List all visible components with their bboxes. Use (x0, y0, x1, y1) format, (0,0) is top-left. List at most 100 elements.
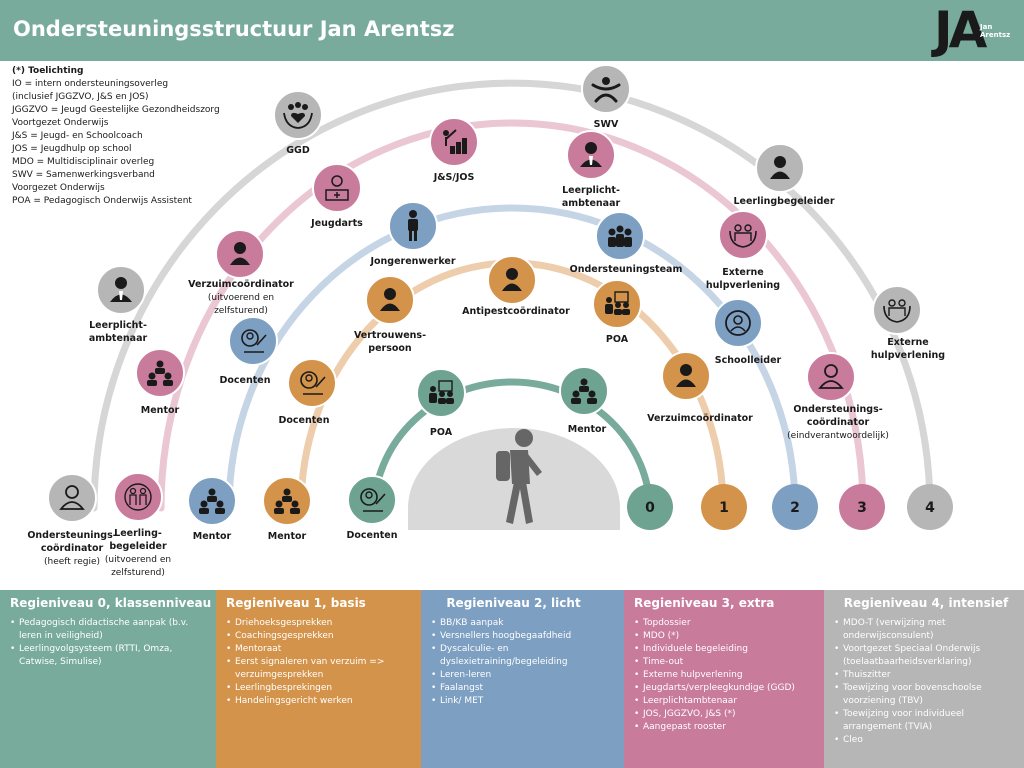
role-label: Ondersteunings- (793, 404, 882, 415)
level-arc-2 (225, 204, 799, 512)
list-item: Toewijzing voor bovenschoolse voorzienin… (834, 682, 1018, 708)
person-icon (502, 268, 522, 291)
level-badge-3: 3 (839, 484, 885, 530)
role-label: Schoolleider (715, 355, 782, 366)
level-column-title: Regieniveau 1, basis (226, 596, 366, 610)
logo-name: Jan Arentsz (980, 23, 1011, 39)
list-item: Topdossier (634, 617, 818, 630)
role-node: Leerlingbegeleider (733, 143, 835, 207)
role-node: Ondersteuningsteam (570, 211, 683, 275)
school-logo: JA Jan Arentsz (934, 1, 1011, 59)
legend-title: (*) Toelichting (12, 66, 84, 76)
list-item: Eerst signaleren van verzuim => verzuimg… (226, 656, 415, 682)
suit-person-icon (580, 142, 602, 167)
role-label: persoon (368, 343, 412, 354)
level-number: 0 (645, 500, 655, 516)
list-item: JOS, JGGZVO, J&S (*) (634, 708, 818, 721)
group-icon (429, 380, 454, 404)
list-item: Mentoraat (226, 643, 415, 656)
level-column-list: BB/KB aanpak Versnellers hoogbegaafdheid… (431, 617, 618, 708)
role-node: Leerplicht-ambtenaar (562, 130, 621, 209)
level-badge-4: 4 (907, 484, 953, 530)
role-label: ambtenaar (89, 333, 148, 344)
role-node: Mentor (135, 348, 185, 416)
list-item: Versnellers hoogbegaafdheid (431, 630, 618, 643)
role-label: Mentor (568, 424, 607, 435)
helping-hands-icon (729, 224, 757, 248)
level-number: 2 (790, 500, 800, 516)
doctor-icon (325, 175, 349, 201)
list-item: Leren-leren (431, 669, 618, 682)
list-item: Jeugdarts/verpleegkundige (GGD) (634, 682, 818, 695)
role-sublabel: zelfsturend) (111, 568, 165, 578)
meeting-icon (147, 360, 173, 386)
level-column-4: Regieniveau 4, intensief MDO-T (verwijzi… (824, 590, 1024, 768)
role-node: Leerling-begeleider(uitvoerend enzelfstu… (105, 472, 171, 578)
level-column-title: Regieniveau 4, intensief (843, 596, 1009, 610)
role-label: Ondersteuningsteam (570, 264, 683, 275)
level-descriptions: Regieniveau 0, klassenniveau Pedagogisch… (0, 590, 1024, 768)
role-node: Ondersteunings-coördinator (eindverantwoo… (787, 352, 889, 441)
role-sublabel: (heeft regie) (44, 557, 100, 567)
care-icon (283, 102, 313, 129)
list-item: Individuele begeleiding (634, 643, 818, 656)
list-item: Aangepast rooster (634, 721, 818, 734)
role-node: Ondersteunings-coördinator(heeft regie) (27, 473, 117, 567)
legend-line: SWV = Samenwerkingsverband (12, 170, 155, 180)
level-number: 1 (719, 500, 729, 516)
role-label: Verzuimcoördinator (647, 413, 753, 424)
list-item: Cleo (834, 734, 1018, 747)
role-label: Docenten (220, 375, 271, 386)
person-outline-icon (59, 485, 85, 510)
role-label: Antipestcoördinator (462, 306, 570, 317)
group-icon (605, 291, 630, 315)
list-item: Leerlingvolgsysteem (RTTI, Omza, Catwise… (10, 643, 210, 669)
role-sublabel: (eindverantwoordelijk) (787, 431, 889, 441)
role-node: Antipestcoördinator (462, 255, 570, 317)
role-node: Jeugdarts (310, 163, 363, 229)
role-label: ambtenaar (562, 198, 621, 209)
level-column-title: Regieniveau 3, extra (634, 596, 775, 610)
teacher-icon (300, 371, 326, 395)
role-label: coördinator (807, 417, 870, 428)
logo-letters: JA (934, 1, 987, 59)
list-item: BB/KB aanpak (431, 617, 618, 630)
list-item: Leerplichtambtenaar (634, 695, 818, 708)
level-column-3: Regieniveau 3, extra Topdossier MDO (*) … (624, 590, 824, 768)
role-label: Verzuimcoördinator (188, 279, 294, 290)
list-item: MDO-T (verwijzing met onderwijsconsulent… (834, 617, 1018, 643)
role-label: Leerlingbegeleider (733, 196, 834, 207)
legend-line: JOS = Jeugdhulp op school (12, 144, 132, 154)
person-icon (676, 364, 696, 387)
role-label: Mentor (268, 531, 307, 542)
role-label: POA (606, 334, 629, 345)
suit-person-icon (110, 277, 132, 302)
list-item: Pedagogisch didactische aanpak (b.v. ler… (10, 617, 210, 643)
role-sublabel: (uitvoerend en (105, 555, 171, 565)
standing-person-icon (408, 210, 418, 241)
role-label: hulpverlening (706, 280, 780, 291)
legend: (*) Toelichting IO = intern ondersteunin… (12, 65, 242, 208)
list-item: Faalangst (431, 682, 618, 695)
role-label: Externe (887, 337, 929, 348)
role-label: Vertrouwens- (354, 330, 426, 341)
role-node: Docenten (220, 316, 278, 386)
role-node: Leerplicht-ambtenaar (89, 265, 148, 344)
meeting-icon (274, 488, 300, 514)
role-node: J&S/JOS (429, 117, 479, 183)
level-arc-3 (157, 119, 867, 512)
meeting-icon (571, 378, 597, 404)
coach-icon (443, 129, 467, 154)
role-label: begeleider (109, 541, 167, 552)
teacher-icon (360, 488, 386, 512)
role-node: POA (416, 368, 466, 438)
role-label: Ondersteunings- (27, 530, 116, 541)
level-badge-1: 1 (701, 484, 747, 530)
meeting-icon (199, 488, 225, 514)
role-sublabel: zelfsturend) (214, 306, 268, 316)
role-sublabel: (uitvoerend en (208, 293, 274, 303)
role-node: Jongerenwerker (369, 201, 456, 267)
legend-line: POA = Pedagogisch Onderwijs Assistent (12, 196, 192, 206)
